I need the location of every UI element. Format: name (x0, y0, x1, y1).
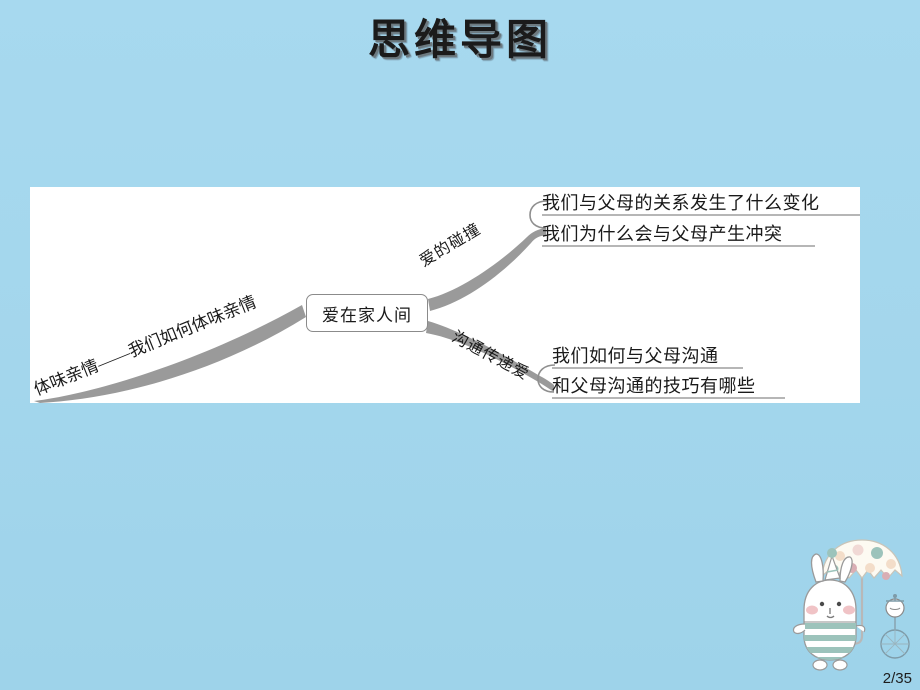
branch-shape-bottom-right (426, 321, 554, 392)
rabbit-foot-right-icon (832, 659, 848, 671)
branch-hook-top (529, 200, 548, 229)
unicycle-rider-face-icon (889, 607, 901, 610)
mindmap-panel: 爱在家人间 体味亲情——我们如何体味亲情 爱的碰撞 沟通传递爱 我们与父母的关系… (30, 187, 860, 403)
rabbit-ear-right-icon (839, 556, 853, 583)
mindmap-center-node[interactable]: 爱在家人间 (306, 294, 428, 332)
unicycle-rider-head-icon (885, 598, 905, 618)
center-node-label: 爱在家人间 (322, 305, 412, 325)
rabbit-ear-left-icon (810, 553, 824, 583)
branch-hook-bottom (537, 364, 556, 393)
page-title: 思维导图 (367, 18, 552, 64)
decoration-svg (792, 539, 910, 671)
umbrella-dot (865, 563, 875, 573)
leaf-node-how-to-communicate[interactable]: 我们如何与父母沟通 (552, 346, 719, 366)
rabbit-cheek-left-icon (806, 605, 818, 615)
rabbit-foot-left-icon (812, 659, 828, 671)
rabbit-nose-mouth-icon (826, 608, 835, 619)
party-hat-icon (824, 554, 841, 581)
leaf-node-conflict-reason[interactable]: 我们为什么会与父母产生冲突 (542, 224, 783, 244)
party-hat-stripe (826, 569, 839, 573)
unicycle-spokes (881, 630, 909, 655)
rabbit-eye-right-icon (836, 601, 842, 607)
umbrella-dot (835, 551, 845, 561)
branch-shape-top-right (428, 228, 546, 311)
rabbit-arm-left-icon (792, 623, 806, 635)
rabbit-umbrella-illustration (782, 524, 912, 674)
rabbit-eye-left-icon (819, 601, 825, 607)
umbrella-dot (852, 544, 864, 556)
umbrella-dot (871, 547, 883, 559)
mindmap-branches (34, 200, 860, 403)
umbrella-dot (886, 559, 896, 569)
rabbit-arm-right-icon (855, 624, 866, 633)
page-number: 2/35 (882, 670, 912, 687)
rabbit-stripes (804, 623, 856, 660)
leaf-node-relationship-change[interactable]: 我们与父母的关系发生了什么变化 (542, 193, 820, 213)
party-hat-pompom-icon (827, 548, 837, 558)
unicycle-character-icon (880, 594, 910, 659)
rabbit-cheek-right-icon (843, 605, 855, 615)
propeller-knob-icon (893, 594, 897, 598)
leaf-node-communication-skills[interactable]: 和父母沟通的技巧有哪些 (552, 376, 756, 396)
umbrella-dot (882, 572, 890, 580)
